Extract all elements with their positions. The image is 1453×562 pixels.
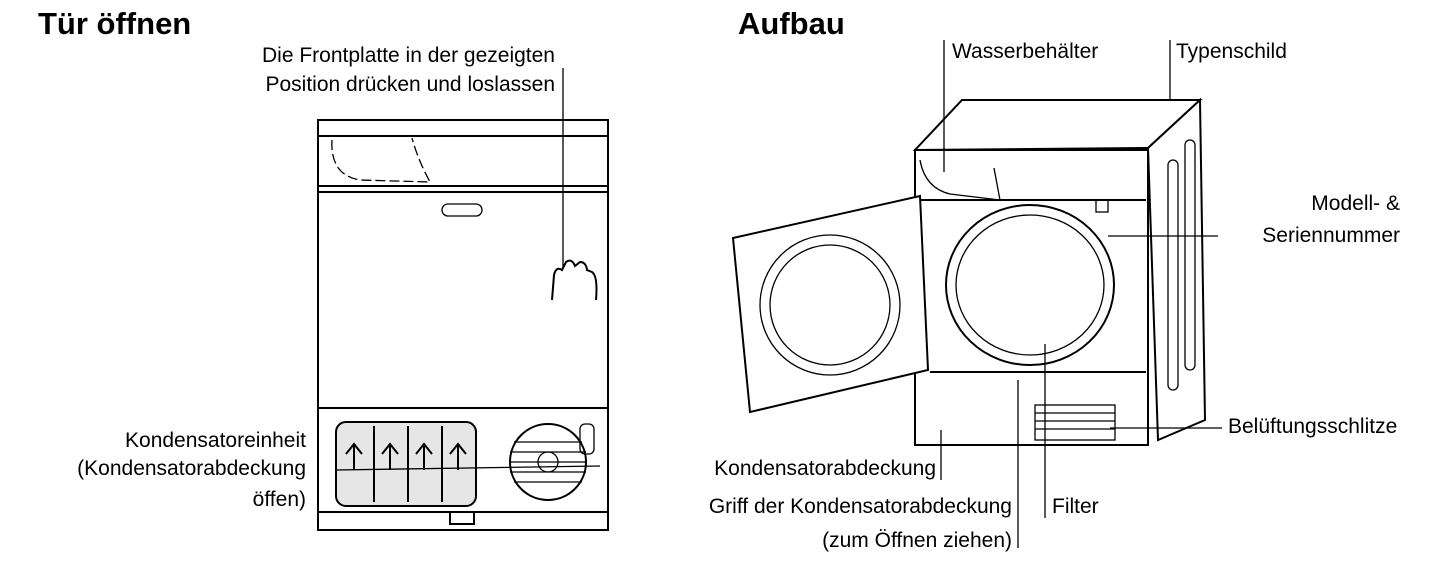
dryer-front-view: [317, 68, 609, 531]
condenser-label-line-2: (Kondensatorabdeckung: [77, 457, 306, 480]
cover-handle-label-line-2: (zum Öffnen ziehen): [822, 529, 1012, 552]
vent-slots: [1034, 404, 1116, 441]
dryer-perspective-view: [731, 40, 1222, 548]
vents-label: Belüftungsschlitze: [1228, 415, 1398, 438]
hand-icon: [551, 259, 598, 301]
condenser-cover-label: Kondensatorabdeckung: [714, 457, 936, 480]
cover-handle-label-line-1: Griff der Kondensatorabdeckung: [708, 495, 1012, 518]
filter-label: Filter: [1052, 495, 1099, 518]
water-tank-label: Wasserbehälter: [952, 40, 1099, 63]
condenser-label-line-3: öffen): [252, 488, 306, 511]
right-panel-title: Aufbau: [738, 6, 845, 41]
condenser-label-line-1: Kondensatoreinheit: [125, 429, 306, 452]
press-note-line-2: Position drücken und loslassen: [265, 73, 555, 96]
press-note-line-1: Die Frontplatte in der gezeigten: [261, 44, 555, 67]
model-serial-label-line-1: Modell- &: [1311, 192, 1400, 215]
rating-plate-label: Typenschild: [1176, 40, 1287, 63]
left-panel-title: Tür öffnen: [38, 6, 192, 41]
arrow-up-icons: [345, 442, 467, 470]
model-serial-label-line-2: Seriennummer: [1262, 224, 1400, 247]
